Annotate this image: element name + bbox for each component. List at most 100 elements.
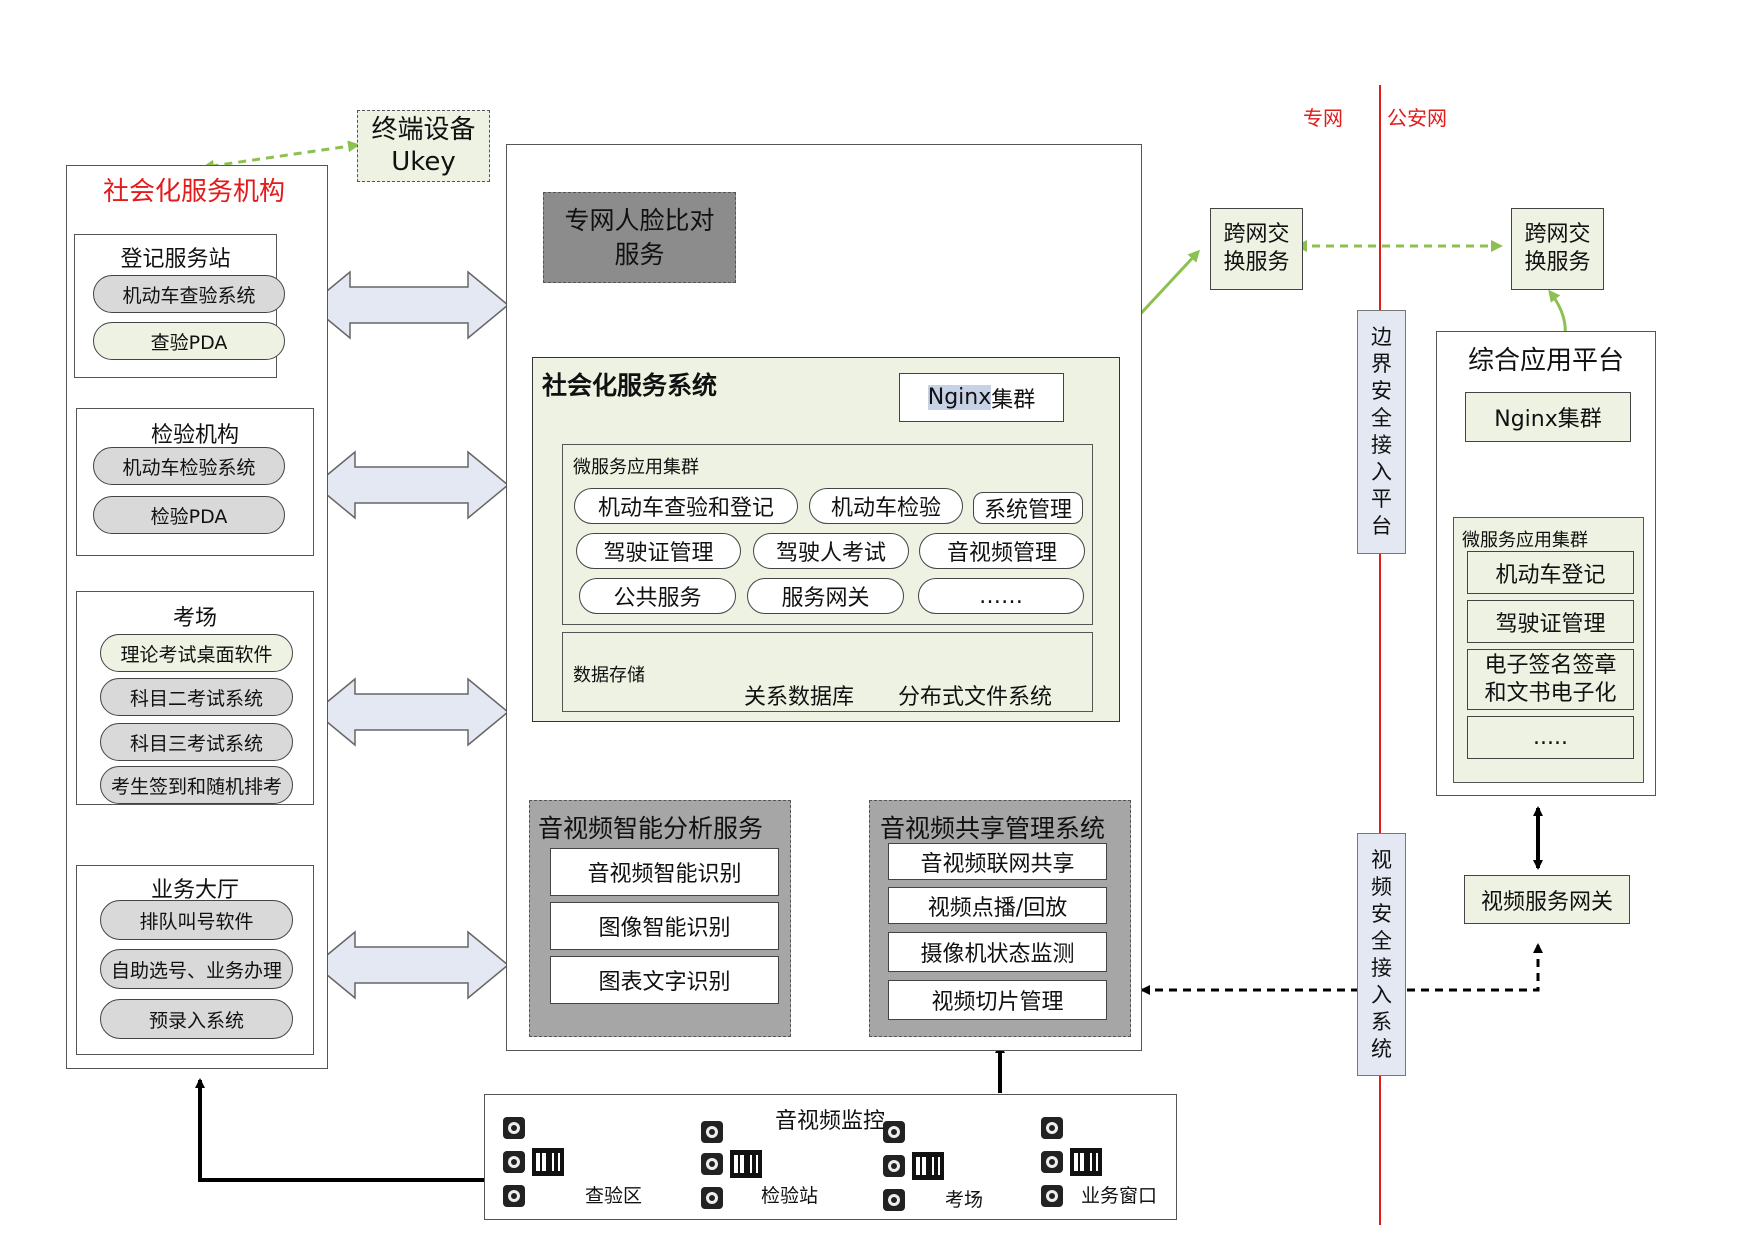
registration-station-group: 登记服务站 机动车查验系统 查验PDA	[74, 234, 285, 378]
pre-entry-system: 预录入系统	[100, 999, 293, 1039]
face-line2: 服务	[614, 239, 665, 269]
av-monitoring-panel: 音视频监控 查验区 检验站 考场 业务窗口	[484, 1094, 1177, 1220]
exchange-left-line1: 跨网交	[1223, 222, 1290, 247]
ukey-device-box: 终端设备 Ukey	[357, 110, 490, 182]
vertical-char: 全	[1371, 406, 1392, 430]
site-label: 业务窗口	[1081, 1185, 1158, 1207]
face-line1: 专网人脸比对	[564, 205, 715, 235]
platform-item: 机动车登记	[1467, 551, 1634, 594]
check-pda: 查验PDA	[93, 322, 285, 360]
av-share-system: 音视频共享管理系统 音视频联网共享 视频点播/回放 摄像机状态监测 视频切片管理	[869, 800, 1131, 1037]
vertical-char: 入	[1371, 460, 1392, 484]
private-network-label: 专网	[1303, 106, 1343, 130]
exam-site-group: 考场 理论考试桌面软件 科目二考试系统 科目三考试系统 考生签到和随机排考	[76, 591, 314, 805]
vertical-char: 安	[1371, 901, 1392, 926]
site-label: 考场	[945, 1189, 984, 1211]
vertical-char: 频	[1371, 874, 1392, 899]
vertical-char: 平	[1371, 487, 1392, 511]
hall-title: 业务大厅	[150, 878, 239, 903]
theory-exam-software: 理论考试桌面软件	[100, 634, 293, 672]
data-storage: 数据存储 关系数据库 分布式文件系统	[562, 632, 1093, 712]
platform-item-line2: 和文书电子化	[1484, 680, 1617, 706]
platform-item: .....	[1467, 716, 1634, 759]
micro-item: ……	[918, 578, 1084, 614]
exchange-left-line2: 换服务	[1223, 250, 1290, 275]
vertical-char: 边	[1371, 325, 1392, 349]
inspection-pda: 检验PDA	[93, 496, 285, 534]
site-label: 检验站	[761, 1185, 819, 1207]
vehicle-inspection-system: 机动车检验系统	[93, 447, 285, 485]
exchange-right-line2: 换服务	[1524, 250, 1591, 275]
vertical-char: 全	[1371, 928, 1392, 953]
vertical-char: 台	[1371, 514, 1392, 538]
vehicle-check-system: 机动车查验系统	[93, 275, 285, 313]
integrated-app-platform: 综合应用平台 Nginx集群 微服务应用集群 机动车登记 驾驶证管理 电子签名签…	[1436, 331, 1656, 796]
subject-three-system: 科目三考试系统	[100, 723, 293, 761]
platform-item-line1: 电子签名签章	[1484, 652, 1617, 678]
av-share-item: 音视频联网共享	[888, 843, 1107, 880]
av-share-title: 音视频共享管理系统	[880, 814, 1106, 843]
ukey-line1: 终端设备	[371, 115, 476, 145]
vertical-char: 系	[1371, 1009, 1392, 1034]
social-org-title: 社会化服务机构	[103, 177, 286, 207]
microservice-cluster: 微服务应用集群 机动车查验和登记 机动车检验 系统管理 驾驶证管理 驾驶人考试 …	[562, 444, 1093, 625]
checkin-scheduling-system: 考生签到和随机排考	[100, 766, 293, 804]
ukey-org-dashed-arrow	[202, 140, 360, 172]
av-share-item: 视频点播/回放	[888, 887, 1107, 924]
subject-two-system: 科目二考试系统	[100, 678, 293, 716]
platform-nginx-cluster: Nginx集群	[1465, 392, 1631, 442]
camera-group-icon	[699, 1119, 769, 1219]
av-analysis-item: 图像智能识别	[550, 902, 779, 950]
av-analysis-title: 音视频智能分析服务	[538, 814, 764, 843]
micro-item: 音视频管理	[919, 533, 1085, 569]
police-network-label: 公安网	[1387, 106, 1447, 130]
platform-item: 电子签名签章 和文书电子化	[1467, 649, 1634, 710]
av-analysis-service: 音视频智能分析服务 音视频智能识别 图像智能识别 图表文字识别	[529, 800, 791, 1037]
vertical-char: 统	[1371, 1036, 1392, 1061]
monitor-title: 音视频监控	[775, 1109, 886, 1134]
gateway-share-dashed-arrow	[1140, 943, 1543, 995]
micro-item: 机动车查验和登记	[574, 488, 798, 524]
video-security-access-system: 视 频 安 全 接 入 系 统	[1357, 833, 1406, 1076]
micro-item: 驾驶人考试	[753, 533, 909, 569]
micro-title: 微服务应用集群	[573, 457, 699, 478]
vertical-char: 入	[1371, 982, 1392, 1007]
cross-network-exchange-police: 跨网交 换服务	[1511, 208, 1604, 290]
relational-database-label: 关系数据库	[744, 685, 855, 710]
av-share-item: 摄像机状态监测	[888, 932, 1107, 972]
vertical-char: 界	[1371, 352, 1392, 376]
site-label: 查验区	[585, 1185, 643, 1207]
inspection-agency-group: 检验机构 机动车检验系统 检验PDA	[76, 408, 314, 556]
platform-micro-title: 微服务应用集群	[1462, 530, 1588, 551]
queue-calling-software: 排队叫号软件	[100, 900, 293, 940]
nginx-prefix: Nginx	[927, 385, 992, 410]
monitor-org-arrow	[195, 1078, 487, 1182]
social-system-title: 社会化服务系统	[542, 371, 718, 400]
hollow-double-arrow	[308, 270, 510, 1000]
exchange-right-line1: 跨网交	[1524, 222, 1591, 247]
ukey-line2: Ukey	[391, 147, 456, 177]
av-analysis-item: 图表文字识别	[550, 956, 779, 1004]
registration-title: 登记服务站	[120, 247, 231, 272]
border-security-platform: 边 界 安 全 接 入 平 台	[1357, 310, 1406, 554]
video-service-gateway: 视频服务网关	[1464, 875, 1630, 924]
micro-item: 服务网关	[747, 578, 904, 614]
platform-title: 综合应用平台	[1467, 346, 1624, 376]
platform-item: 驾驶证管理	[1467, 600, 1634, 643]
camera-group-icon	[1039, 1115, 1109, 1215]
micro-item: 系统管理	[973, 492, 1083, 524]
micro-item: 公共服务	[579, 578, 736, 614]
vertical-char: 安	[1371, 379, 1392, 403]
social-org-panel: 社会化服务机构 登记服务站 机动车查验系统 查验PDA 检验机构 机动车检验系统…	[66, 165, 328, 1069]
camera-group-icon	[501, 1115, 571, 1215]
av-analysis-item: 音视频智能识别	[550, 848, 779, 896]
self-service-system: 自助选号、业务办理	[100, 949, 293, 989]
vertical-char: 接	[1371, 955, 1392, 980]
platform-microservice-cluster: 微服务应用集群 机动车登记 驾驶证管理 电子签名签章 和文书电子化 .....	[1453, 517, 1644, 783]
micro-item: 驾驶证管理	[576, 533, 741, 569]
business-hall-group: 业务大厅 排队叫号软件 自助选号、业务办理 预录入系统	[76, 865, 314, 1055]
camera-group-icon	[881, 1119, 951, 1219]
cross-network-exchange-private: 跨网交 换服务	[1210, 208, 1303, 290]
